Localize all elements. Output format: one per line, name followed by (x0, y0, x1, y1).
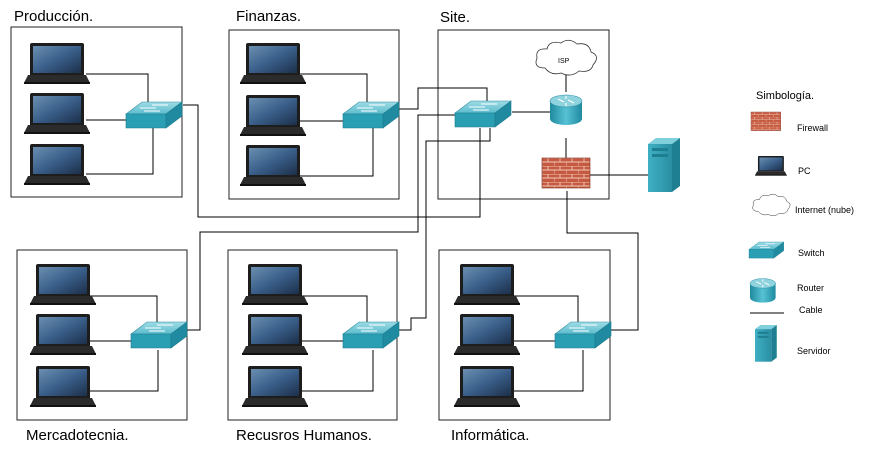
pc-informatica-1-icon (454, 264, 520, 305)
pc-mercadotecnia-3-icon (30, 366, 96, 407)
pc-rrhh-1-icon (242, 264, 308, 305)
legend-cloud-icon (752, 193, 791, 216)
legend-switch-icon (748, 241, 785, 259)
pc-mercadotecnia-2-icon (30, 314, 96, 355)
legend-label-router: Router (797, 283, 825, 293)
pc-finanzas-2-icon (240, 95, 306, 136)
pc-rrhh-2-icon (242, 314, 308, 355)
switch-rrhh-icon (342, 321, 400, 349)
legend-label-internet: Internet (nube) (795, 205, 855, 215)
pc-produccion-2-icon (24, 93, 90, 134)
zone-title-produccion: Producción. (14, 8, 94, 25)
pc-informatica-2-icon (454, 314, 520, 355)
zone-title-mercadotecnia: Mercadotecnia. (26, 427, 129, 444)
legend-label-cable: Cable (799, 305, 823, 315)
legend-firewall-icon (750, 111, 781, 131)
switch-produccion-icon (125, 101, 183, 129)
zone-title-finanzas: Finanzas. (236, 8, 302, 25)
legend-label-switch: Switch (798, 248, 825, 258)
router-site-icon (549, 94, 583, 126)
legend-server-icon (755, 325, 777, 362)
zone-title-informatica: Informática. (451, 427, 530, 444)
switch-finanzas-icon (342, 101, 400, 129)
legend-label-server: Servidor (797, 346, 831, 356)
pc-mercadotecnia-1-icon (30, 264, 96, 305)
legend-label-pc: PC (798, 166, 811, 176)
firewall-site-icon (541, 157, 591, 189)
legend-pc-icon (755, 156, 787, 176)
switch-informatica-icon (554, 321, 612, 349)
pc-produccion-3-icon (24, 144, 90, 185)
pc-finanzas-3-icon (240, 145, 306, 186)
zone-title-site: Site. (440, 9, 471, 26)
switch-site-icon (454, 100, 512, 128)
pc-produccion-1-icon (24, 43, 90, 84)
isp-cloud-label: ISP (558, 58, 570, 65)
pc-informatica-3-icon (454, 366, 520, 407)
switch-mercadotecnia-icon (130, 321, 188, 349)
pc-rrhh-3-icon (242, 366, 308, 407)
server-icon (648, 138, 680, 192)
legend-label-firewall: Firewall (797, 123, 829, 133)
legend-router-icon (749, 278, 777, 304)
zone-title-rrhh: Recusros Humanos. (236, 427, 372, 444)
pc-finanzas-1-icon (240, 43, 306, 84)
cables (86, 66, 648, 392)
legend-title: Simbología. (756, 90, 815, 102)
